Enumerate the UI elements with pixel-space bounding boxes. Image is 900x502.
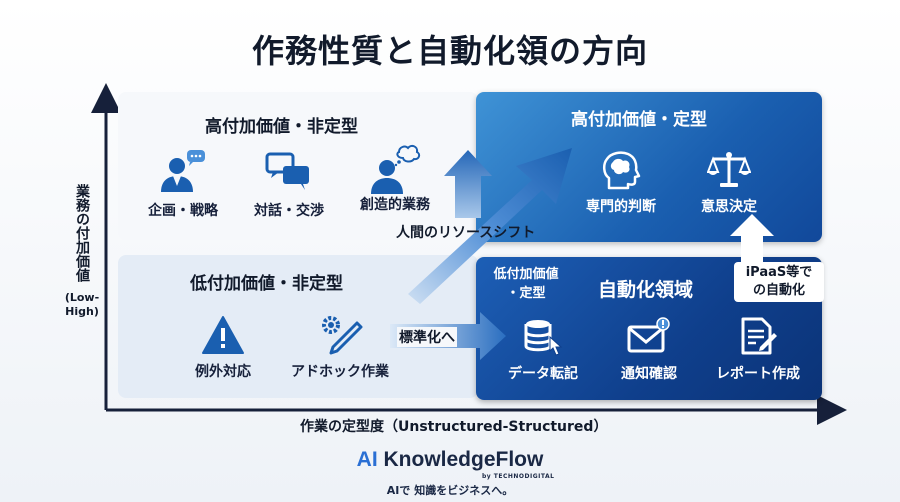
report-edit-icon	[741, 317, 777, 355]
x-axis-label: 作業の定型度（Unstructured-Structured）	[300, 419, 608, 435]
item-label: レポート作成	[716, 366, 800, 382]
quadrant-title: 自動化領域	[598, 279, 694, 301]
item-label: 通知確認	[621, 366, 677, 382]
gear-pencil-icon	[322, 316, 363, 355]
database-click-icon	[524, 320, 563, 356]
scales-icon	[707, 152, 751, 187]
item-notification: 通知確認	[594, 317, 704, 383]
subtitle-line: ・定型	[506, 286, 546, 301]
item-label: 創造的業務	[360, 197, 430, 213]
brand-ai: AI	[356, 448, 378, 471]
vertical-shift-arrow	[444, 150, 492, 218]
item-decision: 意思決定	[674, 150, 784, 216]
y-axis-title: 業務の付加価値	[74, 184, 90, 282]
item-label: 企画・戦略	[148, 203, 218, 219]
mail-alert-icon	[627, 317, 670, 353]
brain-head-icon	[603, 151, 641, 190]
quadrant-high-nonstructured: 高付加価値・非定型 企画・戦略 対話・交渉 創造的業務	[118, 92, 478, 240]
item-label: 対話・交渉	[254, 203, 324, 219]
brand-wordmark: KnowledgeFlow	[383, 448, 544, 471]
item-planning: 企画・戦略	[128, 150, 238, 220]
item-report: レポート作成	[698, 317, 818, 383]
item-label: 専門的判断	[586, 199, 656, 215]
item-expert: 専門的判断	[566, 150, 676, 216]
item-adhoc: アドホック作業	[280, 313, 400, 381]
brand-tagline: AIで 知識をビジネスへ。	[386, 484, 514, 497]
quadrant-title: 低付加価値・非定型	[190, 274, 343, 294]
presenter-speech-icon	[161, 150, 205, 192]
item-label: 意思決定	[701, 199, 757, 215]
resource-shift-arrow	[408, 148, 572, 304]
quadrant-title: 高付加価値・定型	[571, 110, 707, 130]
chat-bubbles-icon	[265, 152, 309, 190]
y-axis-label: 業務の付加価値 (Low-High)	[62, 184, 102, 319]
item-label: 例外対応	[195, 364, 251, 380]
brand-logo: AI KnowledgeFlow	[0, 448, 900, 472]
page-title: 作務性質と自動化領の方向	[251, 32, 648, 70]
item-label: データ転記	[508, 366, 578, 382]
resource-shift-label: 人間のリソースシフト	[396, 225, 536, 241]
brand-name: AI KnowledgeFlow	[357, 448, 544, 471]
brand-byline: by TECHNODIGITAL	[482, 473, 555, 480]
ipaas-line: iPaaS等で	[745, 265, 813, 280]
automation-subtitle: 低付加価値 ・定型	[486, 265, 566, 303]
ipaas-line: の自動化	[752, 283, 805, 298]
item-exception: 例外対応	[168, 315, 278, 381]
subtitle-line: 低付加価値	[493, 267, 559, 282]
ipaas-arrow	[730, 214, 774, 268]
warning-icon	[202, 316, 244, 354]
item-creative: 創造的業務	[340, 144, 450, 214]
item-label: アドホック作業	[291, 364, 389, 380]
quadrant-title: 高付加価値・非定型	[205, 117, 358, 137]
ipaas-label: iPaaS等で の自動化	[734, 262, 824, 302]
standardize-label: 標準化へ	[397, 327, 457, 347]
thinking-person-icon	[371, 144, 421, 194]
item-data-transfer: データ転記	[488, 317, 598, 383]
y-axis-range: (Low-High)	[64, 291, 100, 318]
item-dialogue: 対話・交渉	[234, 150, 344, 220]
